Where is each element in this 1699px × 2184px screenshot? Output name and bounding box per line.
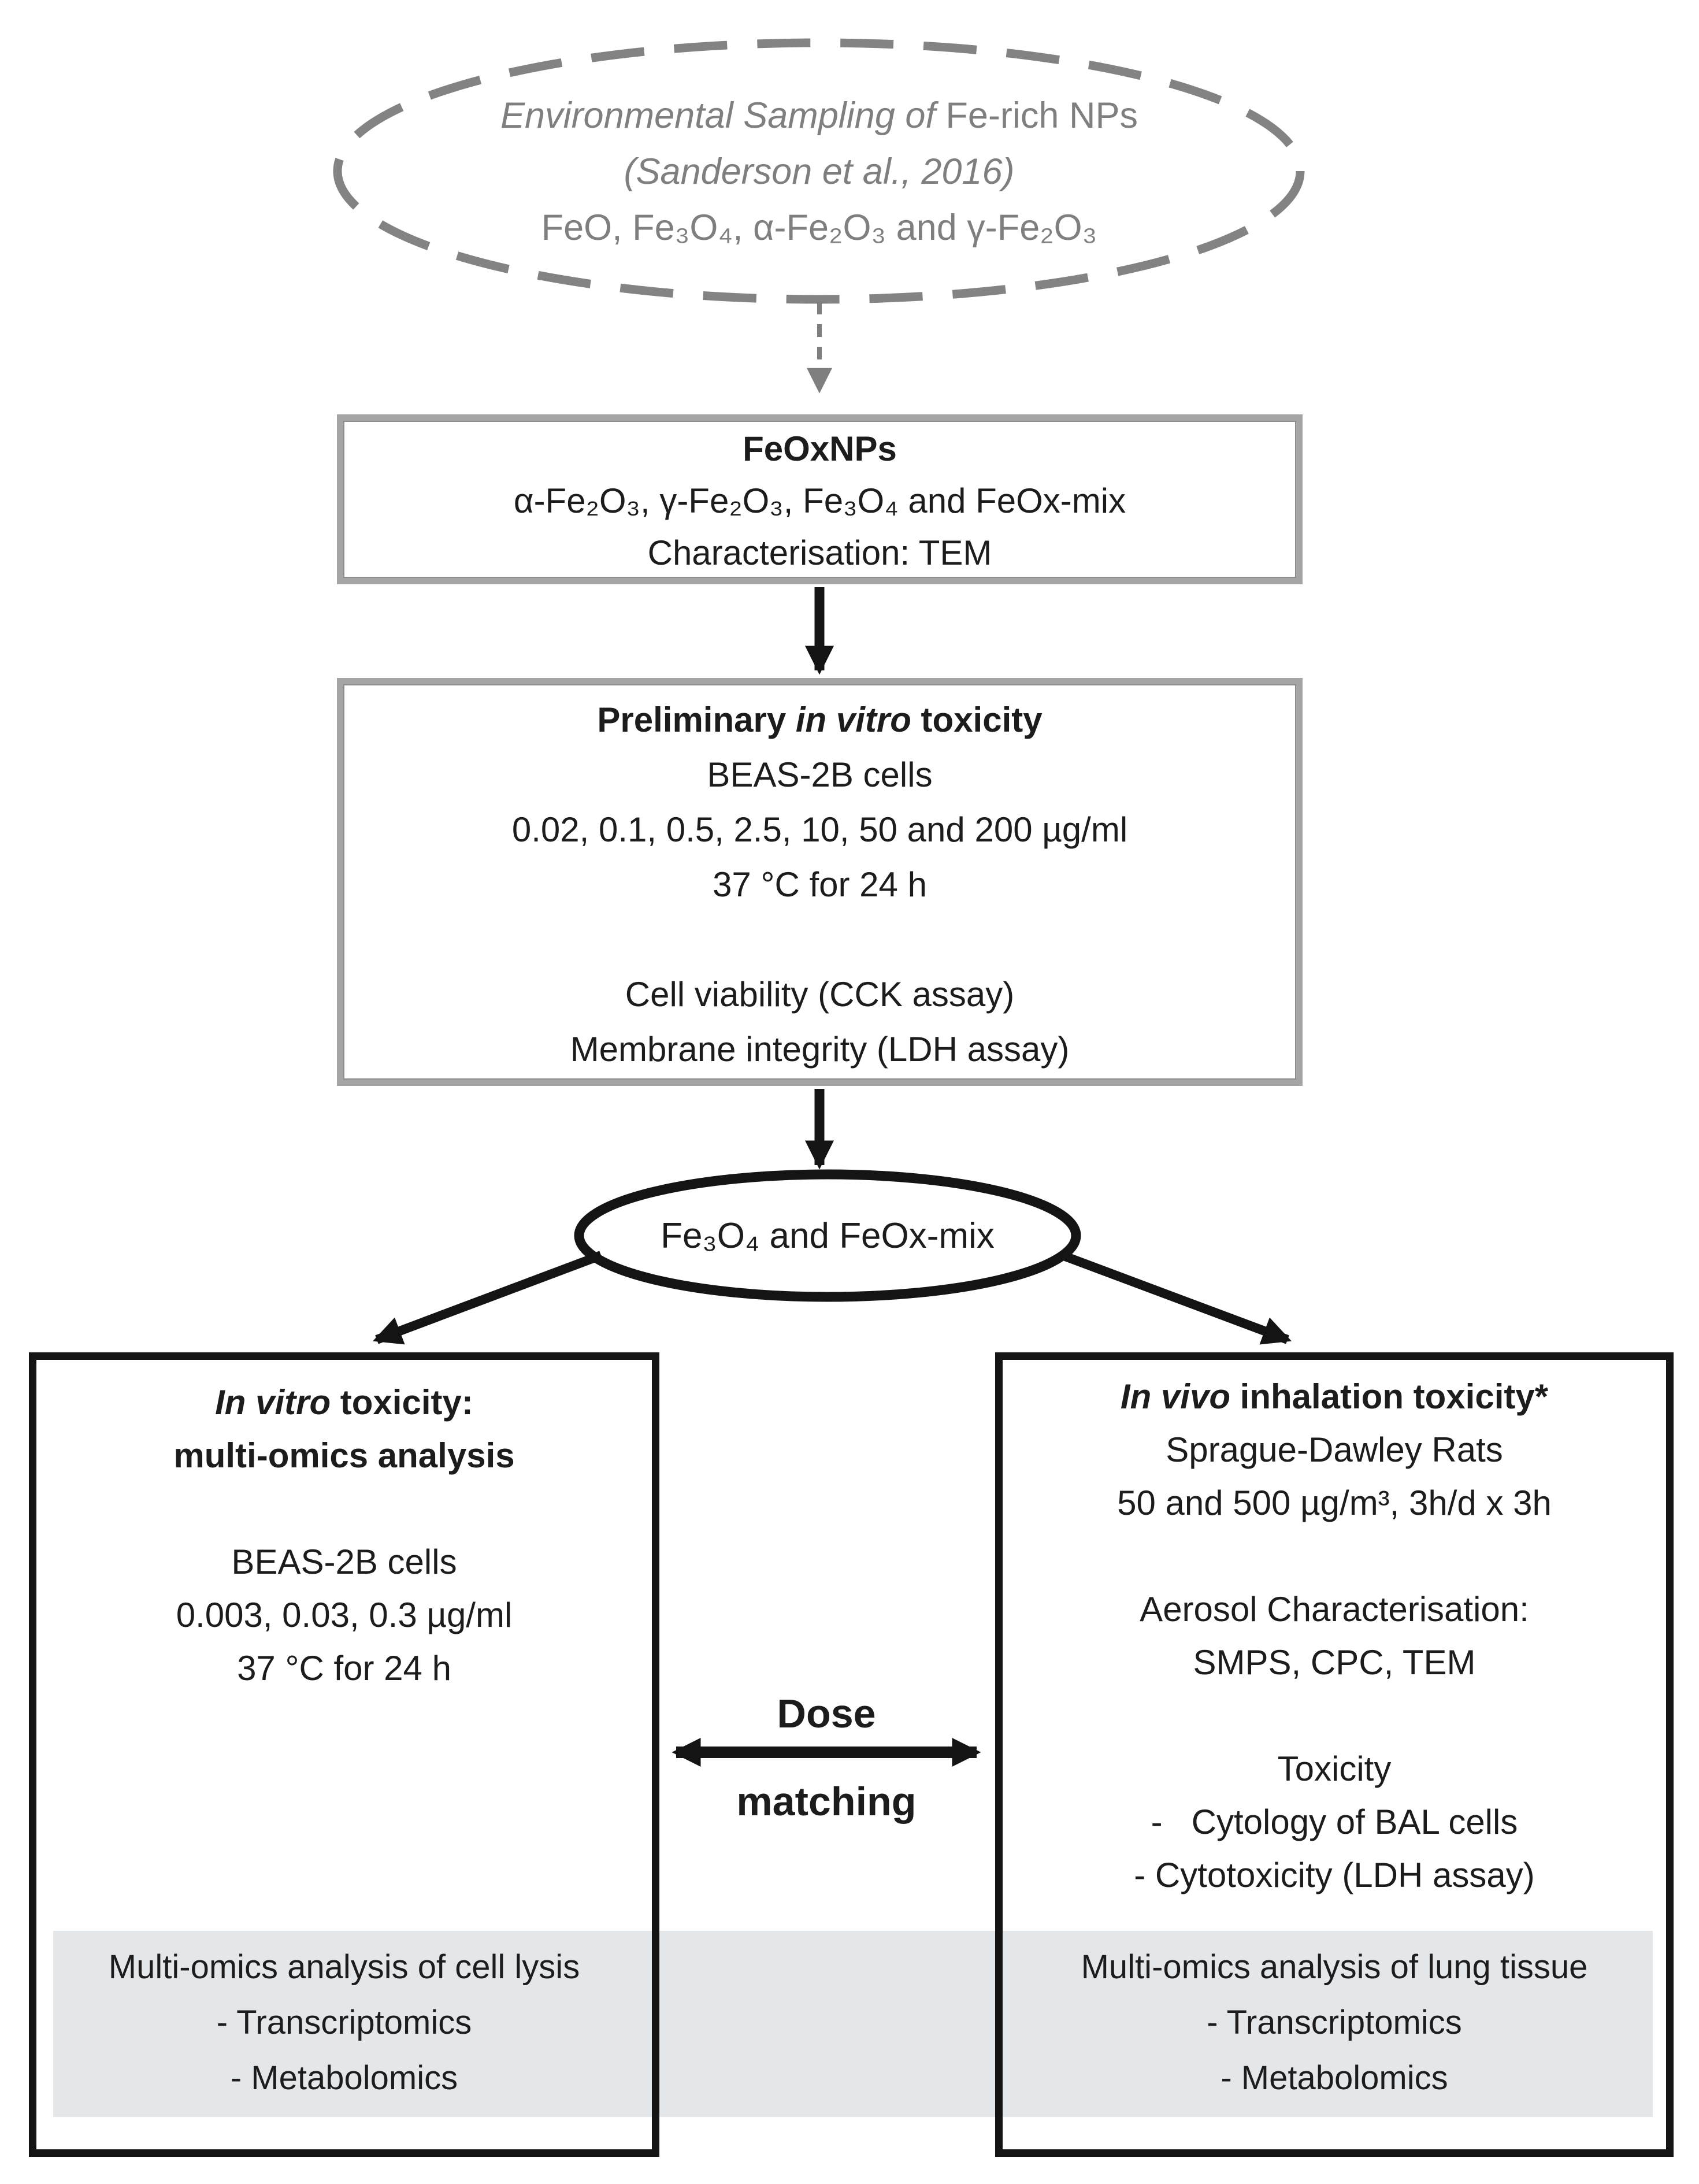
invivo-title-italic: In vivo [1120,1377,1230,1416]
invivo-animals: Sprague-Dawley Rats [1166,1430,1503,1469]
feox-variants: α-Fe₂O₃, γ-Fe₂O₃, Fe₃O₄ and FeOx-mix [513,481,1126,520]
invitro-panel-title: Multi-omics analysis of cell lysis [108,1948,580,1986]
prelim-conditions: 37 °C for 24 h [713,865,927,904]
invivo-title-post: inhalation toxicity* [1230,1377,1549,1416]
preliminary-invitro-box: Preliminary in vitro toxicity BEAS-2B ce… [337,678,1303,1086]
invitro-cells: BEAS-2B cells [231,1542,457,1581]
dose-matching-label: Dose matching [663,1689,989,1826]
source-line3: FeO, Fe₃O₄, α-Fe₂O₃ and γ-Fe₂O₃ [541,207,1097,248]
invivo-tox-item2: - Cytotoxicity (LDH assay) [1134,1856,1535,1894]
source-line2: (Sanderson et al., 2016) [624,151,1015,192]
feoxnps-box: FeOxNPs α-Fe₂O₃, γ-Fe₂O₃, Fe₃O₄ and FeOx… [337,414,1303,584]
prelim-spacer [343,912,1296,967]
invivo-panel-title: Multi-omics analysis of lung tissue [1081,1948,1588,1986]
prelim-title-pre: Preliminary [597,700,796,739]
invitro-panel-item2: - Metabolomics [230,2059,458,2097]
prelim-assay2: Membrane integrity (LDH assay) [570,1030,1070,1069]
invivo-aerosol-title: Aerosol Characterisation: [1140,1590,1529,1629]
source-node-label: Environmental Sampling of Fe-rich NPs (S… [338,88,1300,256]
invitro-multiomics-box: In vitro toxicity: multi-omics analysis … [29,1352,659,2157]
prelim-title-italic: in vitro [795,700,911,739]
prelim-title-post: toxicity [911,700,1043,739]
prelim-doses: 0.02, 0.1, 0.5, 2.5, 10, 50 and 200 µg/m… [511,810,1128,849]
invitro-doses: 0.003, 0.03, 0.3 µg/ml [176,1596,513,1634]
source-line1: Environmental Sampling of Fe-rich NPs [338,88,1300,144]
feox-title: FeOxNPs [743,429,897,468]
invivo-panel-item2: - Metabolomics [1221,2059,1448,2097]
feox-characterisation: Characterisation: TEM [647,533,992,572]
invitro-panel-item1: - Transcriptomics [216,2004,472,2041]
multiomics-band [53,1931,1653,2117]
invitro-spacer [36,1482,652,1536]
arrow-selection-to-invitro [372,1251,603,1345]
dose-line1: Dose [777,1691,876,1736]
invivo-doses: 50 and 500 µg/m³, 3h/d x 3h [1117,1484,1552,1522]
invivo-panel-item1: - Transcriptomics [1207,2004,1462,2041]
prelim-title: Preliminary in vitro toxicity [343,692,1296,747]
selection-node-label: Fe₃O₄ and FeOx-mix [661,1216,995,1256]
invivo-title: In vivo inhalation toxicity* [1003,1370,1666,1423]
source-ellipse-outline [333,38,1305,304]
invivo-tox-item1: - Cytology of BAL cells [1151,1803,1518,1841]
invivo-multiomics-panel: Multi-omics analysis of lung tissue - Tr… [1003,1940,1666,2106]
invitro-title-line1: In vitro toxicity: [36,1376,652,1429]
prelim-cells: BEAS-2B cells [707,755,933,794]
prelim-assay1: Cell viability (CCK assay) [625,975,1015,1014]
invivo-spacer2 [1003,1689,1666,1742]
selection-ellipse-outline [574,1169,1081,1302]
invitro-multiomics-panel: Multi-omics analysis of cell lysis - Tra… [36,1940,652,2106]
invivo-aerosol-methods: SMPS, CPC, TEM [1193,1643,1476,1682]
dose-arrow-gap [663,1738,989,1777]
invitro-conditions: 37 °C for 24 h [237,1649,451,1688]
invivo-spacer1 [1003,1530,1666,1583]
invivo-inhalation-box: In vivo inhalation toxicity* Sprague-Daw… [995,1352,1674,2157]
invivo-tox-title: Toxicity [1277,1749,1392,1788]
invitro-title-italic: In vitro [215,1383,331,1422]
source-line1-rest: Fe-rich NPs [935,95,1138,136]
invitro-title-line2: multi-omics analysis [173,1436,515,1475]
source-line1-italic: Environmental Sampling of [500,95,936,136]
dose-line2: matching [736,1779,917,1824]
invitro-title-post: toxicity: [331,1383,473,1422]
arrow-selection-to-invivo [1060,1251,1292,1345]
